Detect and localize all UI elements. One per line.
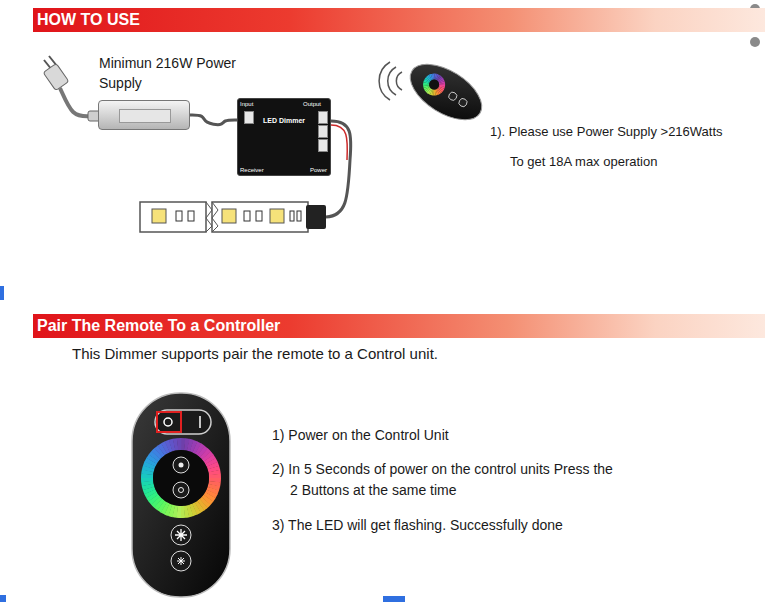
section-header: Pair The Remote To a Controller bbox=[33, 314, 765, 338]
step-text: 2) In 5 Seconds of power on the control … bbox=[272, 459, 620, 501]
section-header: HOW TO USE bbox=[33, 8, 765, 32]
step-text: 3) The LED will get flashing. Successful… bbox=[272, 515, 760, 536]
intro-text: This Dimmer supports pair the remote to … bbox=[72, 343, 438, 366]
step-text: 1) Power on the Control Unit bbox=[272, 425, 760, 446]
remote-small bbox=[401, 53, 491, 131]
dimmer-box: LED Dimmer bbox=[237, 98, 331, 176]
header-text: Pair The Remote To a Controller bbox=[37, 317, 280, 335]
radio-waves bbox=[379, 62, 402, 100]
port-label: Output bbox=[303, 100, 321, 109]
color-segment bbox=[141, 478, 153, 483]
color-segment bbox=[177, 438, 182, 450]
remote-large bbox=[132, 393, 230, 597]
terminal bbox=[318, 139, 328, 152]
psu-label: Minimun 216W Power Supply bbox=[99, 53, 239, 93]
psu-label-plate bbox=[119, 109, 171, 123]
terminal bbox=[318, 111, 328, 124]
terminal bbox=[244, 111, 254, 124]
port-label: Power bbox=[310, 166, 327, 175]
terminal bbox=[318, 125, 328, 138]
power-supply: Minimun 216W Power Supply bbox=[98, 100, 190, 130]
header-text: HOW TO USE bbox=[37, 11, 140, 29]
device-name: LED Dimmer bbox=[238, 117, 330, 124]
port-label: Input bbox=[240, 100, 253, 109]
color-segment bbox=[435, 74, 440, 80]
note-text: To get 18A max operation bbox=[510, 152, 657, 172]
note-text: 1). Please use Power Supply >216Watts bbox=[490, 122, 723, 142]
color-segment bbox=[209, 474, 221, 479]
port-label: Receiver bbox=[240, 166, 264, 175]
color-segment bbox=[433, 73, 439, 80]
power-cable bbox=[190, 115, 237, 125]
ac-plug bbox=[43, 56, 100, 121]
led-strip bbox=[140, 202, 326, 232]
color-segment bbox=[181, 506, 186, 518]
